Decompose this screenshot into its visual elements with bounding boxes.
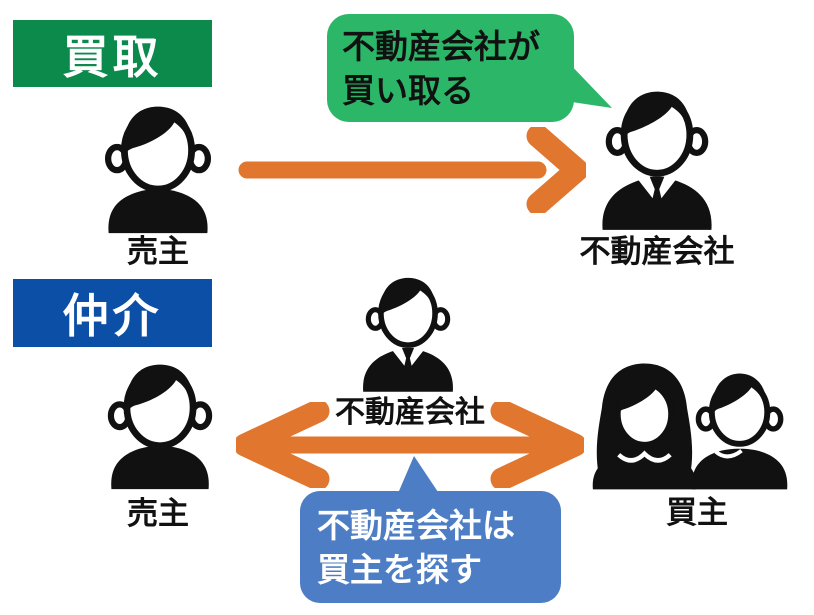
- arrow-right-icon: [238, 127, 586, 213]
- bubble-text-line: 買主を探す: [317, 550, 482, 588]
- kaitori-badge: 買取: [13, 20, 212, 87]
- chukai-speech-bubble: 不動産会社は 買主を探す: [300, 491, 561, 603]
- company-label-top: 不動産会社: [579, 234, 735, 269]
- person-icon: [95, 100, 221, 234]
- kaitori-speech-bubble: 不動産会社が 買い取る: [327, 14, 574, 122]
- arrow-double-icon: [236, 402, 584, 488]
- kaitori-bubble-tail: [565, 55, 620, 117]
- chukai-bubble-tail: [392, 454, 450, 498]
- businessman-icon: [589, 86, 725, 231]
- company-label-middle: 不動産会社: [335, 396, 485, 429]
- seller-label-top: 売主: [127, 234, 189, 269]
- bubble-text-line: 不動産会社は: [317, 507, 515, 544]
- bubble-text-line: 不動産会社が: [342, 28, 540, 65]
- couple-icon: [585, 356, 799, 490]
- seller-label-bottom: 売主: [127, 496, 189, 531]
- bubble-text-line: 買い取る: [342, 71, 474, 109]
- person-icon: [98, 358, 222, 490]
- businessman-icon: [352, 274, 464, 392]
- chukai-badge: 仲介: [13, 279, 212, 347]
- buyer-label: 買主: [666, 495, 728, 530]
